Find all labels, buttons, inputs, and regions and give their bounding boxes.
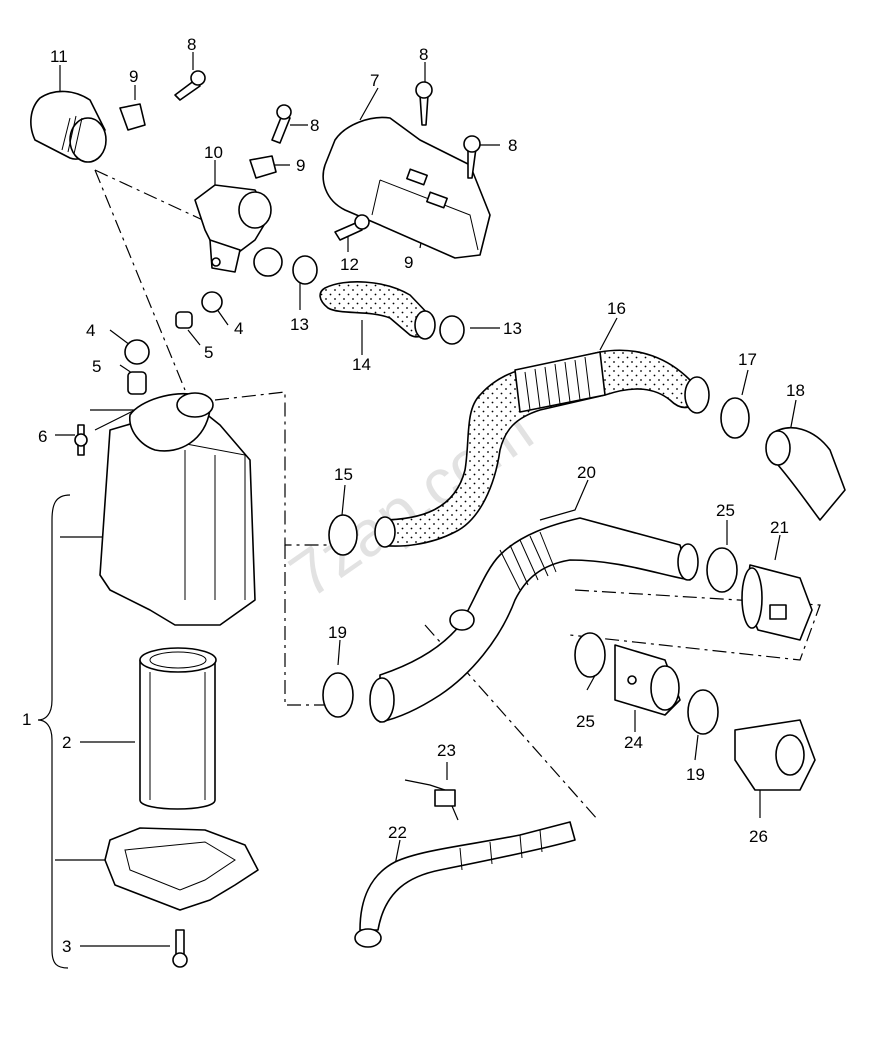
part-2-filter-element: [139, 647, 217, 810]
callout-label: 4: [234, 319, 243, 338]
callout-label: 8: [310, 116, 319, 135]
part-14-hose: [319, 281, 436, 340]
callout-label: 7: [370, 71, 379, 90]
callout-label: 8: [187, 35, 196, 54]
callout-label: 25: [576, 712, 595, 731]
callout-label: 16: [607, 299, 626, 318]
callout-label: 20: [577, 463, 596, 482]
part-11-intake-snorkel: [30, 90, 107, 163]
part-16-intake-hose: [374, 349, 710, 548]
callout-label: 26: [749, 827, 768, 846]
part-9-clips: [119, 103, 277, 179]
callout-label: 9: [296, 156, 305, 175]
callout-label: 9: [129, 67, 138, 86]
part-19-clamps: [322, 672, 719, 735]
callout-label: 11: [50, 47, 68, 66]
callout-label: 2: [62, 733, 71, 752]
callout-label: 6: [38, 427, 47, 446]
part-24-adapter: [614, 644, 681, 716]
callout-label: 15: [334, 465, 353, 484]
callout-label: 24: [624, 733, 643, 752]
callout-label: 8: [508, 136, 517, 155]
part-26-throttle-body: [734, 719, 816, 791]
part-gasket: [104, 827, 259, 911]
callout-label: 5: [204, 343, 213, 362]
callout-label: 13: [503, 319, 522, 338]
part-15-clamp: [328, 514, 358, 556]
part-4-5-grommets: [124, 291, 223, 395]
callout-label: 5: [92, 357, 101, 376]
callout-label: 9: [404, 253, 413, 272]
callout-label: 1: [22, 710, 31, 729]
part-21-air-mass-meter: [741, 564, 813, 641]
part-screws: [74, 70, 481, 968]
callout-label: 13: [290, 315, 309, 334]
part-10-connector: [194, 184, 283, 277]
part-7-air-guide: [322, 116, 491, 259]
callout-label: 17: [738, 350, 757, 369]
part-20-intake-pipe: [369, 517, 699, 723]
callout-label: 10: [204, 143, 223, 162]
part-25-clamps: [574, 547, 738, 678]
callout-label: 18: [786, 381, 805, 400]
leader-lines: [37, 52, 797, 969]
callout-label: 4: [86, 321, 95, 340]
part-23-sensor: [404, 779, 459, 821]
callout-label: 22: [388, 823, 407, 842]
callout-label: 12: [340, 255, 359, 274]
part-6-filter-housing: [99, 392, 256, 626]
callout-label: 14: [352, 355, 371, 374]
callout-label: 25: [716, 501, 735, 520]
callout-label: 19: [686, 765, 705, 784]
part-17-18: [720, 397, 846, 521]
callout-label: 21: [770, 518, 789, 537]
part-22-breather-hose: [354, 821, 576, 948]
part-13-clamp: [292, 255, 465, 345]
callout-labels: 1 2 3 4 4 5 5 6 7 8 8 8 8 9 9 9 9 10 11 …: [22, 35, 805, 956]
callout-label: 19: [328, 623, 347, 642]
callout-label: 3: [62, 937, 71, 956]
callout-label: 23: [437, 741, 456, 760]
callout-label: 8: [419, 45, 428, 64]
